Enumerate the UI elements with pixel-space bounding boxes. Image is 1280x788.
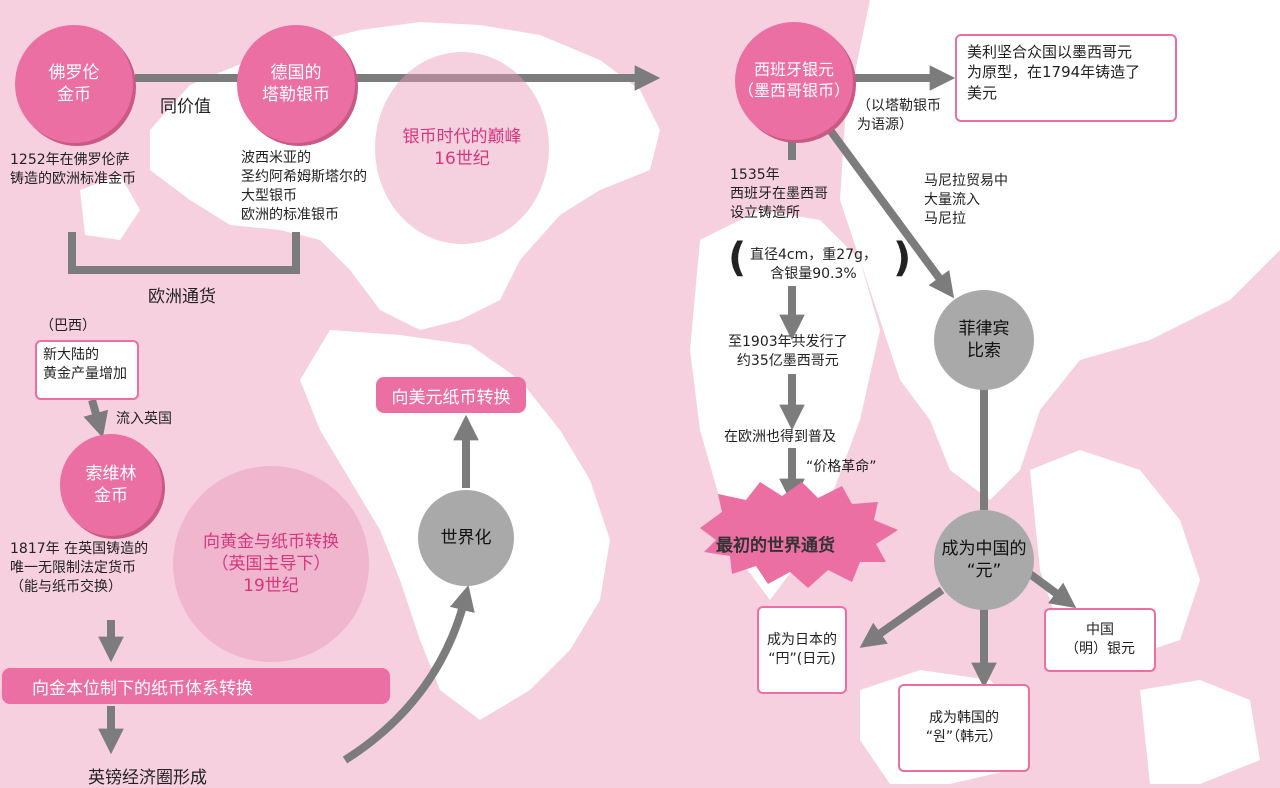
thaler-description: 波西米亚的 圣约阿希姆斯塔尔的 大型银币 欧洲的标准银币	[241, 150, 367, 223]
us-dollar-box: 美利坚合众国以墨西哥元 为原型，在1794年铸造了 美元	[955, 34, 1177, 122]
gold-paper-transition-node: 向黄金与纸币转换 （英国主导下） 19世纪	[173, 466, 369, 662]
spanish-silver-node: 西班牙银元 （墨西哥银币）	[735, 22, 853, 140]
sterling-area-label: 英镑经济圈形成	[88, 768, 207, 788]
arrow-china-to-ming	[1027, 570, 1077, 609]
usd-paper-bar: 向美元纸币转换	[376, 377, 526, 413]
manila-trade-label: 马尼拉贸易中 大量流入 马尼拉	[924, 173, 1008, 227]
arrow-china-to-japan	[859, 586, 945, 648]
bracket-euro-currency	[68, 232, 300, 274]
florin-description: 1252年在佛罗伦萨 铸造的欧洲标准金币	[10, 152, 136, 187]
thaler-origin-label: （以塔勒银币 为语源）	[857, 98, 941, 133]
sovereign-coin-node: 索维林 金币	[60, 434, 162, 536]
price-revolution-label: “价格革命”	[806, 459, 877, 475]
gold-standard-bar: 向金本位制下的纸币体系转换	[2, 668, 390, 704]
china-ming-box: 中国 （明）银元	[1044, 608, 1156, 672]
new-world-gold-box: 新大陆的 黄金产量增加	[35, 340, 139, 400]
florin-coin-node: 佛罗伦 金币	[15, 25, 133, 143]
first-world-currency-label: 最初的世界通货	[716, 536, 835, 556]
arrow-spanish-to-philippines	[826, 127, 955, 299]
silver-peak-node: 银币时代的巅峰 16世纪	[375, 52, 549, 244]
inflow-uk-label: 流入英国	[116, 411, 172, 427]
specs-left-paren: (	[728, 235, 747, 281]
globalization-node: 世界化	[418, 490, 514, 586]
sovereign-description: 1817年 在英国铸造的 唯一无限制法定货币 （能与纸币交换）	[10, 541, 149, 595]
chinese-yuan-node: 成为中国的 “元”	[934, 510, 1034, 610]
arrow-gold-to-sovereign	[83, 398, 109, 438]
issued-1903-label: 至1903年共发行了 约35亿墨西哥元	[728, 334, 848, 369]
thaler-coin-node: 德国的 塔勒银币	[237, 25, 355, 143]
specs-label: 直径4cm，重27g， 含银量90.3%	[750, 247, 877, 282]
same-value-label: 同价值	[160, 97, 211, 117]
japan-yen-box: 成为日本的 “円”(日元)	[757, 606, 847, 694]
euro-currency-label: 欧洲通货	[148, 287, 216, 307]
specs-right-paren: )	[893, 235, 912, 281]
arrow-sterling-to-globalization	[342, 585, 475, 764]
europe-spread-label: 在欧洲也得到普及	[724, 429, 836, 445]
brazil-label: （巴西）	[40, 318, 96, 334]
first-world-currency-burst	[700, 482, 898, 588]
mint-1535-label: 1535年 西班牙在墨西哥 设立铸造所	[730, 167, 828, 221]
korea-won-box: 成为韩国的 “원”（韩元）	[898, 684, 1030, 772]
philippine-peso-node: 菲律宾 比索	[934, 290, 1034, 390]
